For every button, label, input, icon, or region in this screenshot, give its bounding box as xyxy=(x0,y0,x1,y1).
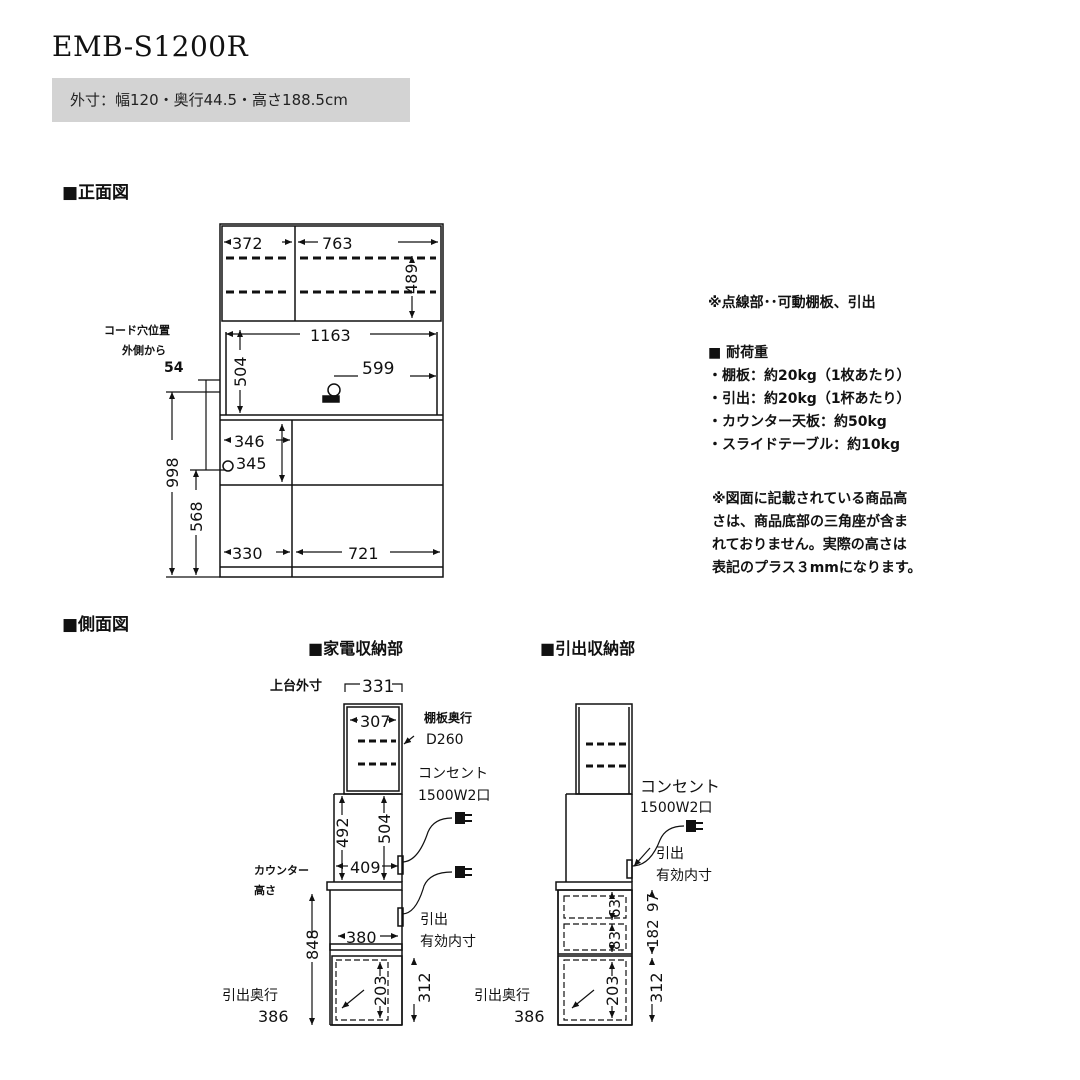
cord-outside-label: 外側から xyxy=(121,343,166,357)
model-name: EMB-S1200R xyxy=(52,30,249,63)
front-view-drawing xyxy=(219,223,444,578)
cord-hole-icon xyxy=(222,460,234,472)
load-item: ・棚板：約20kg（1枚あたり） xyxy=(708,368,911,384)
appliance-drawer-outline xyxy=(335,959,389,1021)
drawer-effective-label-right: 有効内寸 xyxy=(656,868,712,884)
shelf-depth-value: D260 xyxy=(426,732,464,748)
outlet-label: コンセント xyxy=(418,766,488,782)
dim-504: 504 xyxy=(231,356,250,387)
dim-63: 63 xyxy=(606,899,624,918)
height-note-line: れておりません。実際の高さは xyxy=(712,537,907,553)
dim-380: 380 xyxy=(346,928,377,947)
drawer-section-title: ■引出収納部 xyxy=(540,639,636,658)
outlet-spec: 1500W2口 xyxy=(418,788,490,804)
dim-203: 203 xyxy=(371,975,390,1006)
height-note-line: ※図面に記載されている商品高 xyxy=(712,491,908,507)
outlet-icon xyxy=(322,395,340,403)
dim-763: 763 xyxy=(322,234,353,253)
shelf-depth-label: 棚板奥行 xyxy=(424,710,472,725)
drawer-dimension-lines xyxy=(571,825,685,1022)
outlet-spec-right: 1500W2口 xyxy=(640,800,712,816)
dashed-line-note: ※点線部･･可動棚板、引出 xyxy=(708,295,876,311)
dim-330: 330 xyxy=(232,544,263,563)
drawer-label: 引出 xyxy=(420,912,448,928)
cabinet-outline xyxy=(219,223,444,578)
dim-492: 492 xyxy=(333,817,352,848)
front-view-title: ■正面図 xyxy=(62,183,130,203)
dim-386: 386 xyxy=(258,1007,289,1026)
plug-icon xyxy=(455,866,472,878)
appliance-dashed-shelves xyxy=(358,739,396,766)
dim-345: 345 xyxy=(236,454,267,473)
height-note-line: さは、商品底部の三角座が含ま xyxy=(712,514,908,530)
dim-97: 97 xyxy=(644,893,662,912)
plug-icon xyxy=(455,812,472,824)
drawer-side-drawing xyxy=(555,703,633,1026)
counter-height-label-2: 高さ xyxy=(254,883,276,897)
front-dashed-shelves xyxy=(226,256,436,294)
dim-312: 312 xyxy=(415,972,434,1003)
dim-312-right: 312 xyxy=(647,972,666,1003)
front-dimension-lines xyxy=(166,239,440,578)
drawer-effective-label: 有効内寸 xyxy=(420,934,476,950)
dim-372: 372 xyxy=(232,234,263,253)
dim-489: 489 xyxy=(402,263,421,294)
load-item: ・引出：約20kg（1杯あたり） xyxy=(708,391,911,407)
drawer-depth-label: 引出奥行 xyxy=(222,987,278,1004)
appliance-section-title: ■家電収納部 xyxy=(308,639,404,658)
dim-331: 331 xyxy=(362,677,394,697)
dim-307: 307 xyxy=(360,712,391,731)
load-capacity-title: ■ 耐荷重 xyxy=(708,345,769,361)
drawer-depth-label-right: 引出奥行 xyxy=(474,987,530,1004)
front-cord-holes xyxy=(222,383,341,472)
dim-568: 568 xyxy=(187,501,206,532)
counter-height-label: カウンター xyxy=(254,864,309,877)
top-outer-label: 上台外寸 xyxy=(270,678,322,694)
cord-position-label: コード穴位置 xyxy=(104,323,170,337)
drawer-inner-outlines xyxy=(563,895,627,1021)
drawer-label-right: 引出 xyxy=(656,846,684,862)
dim-386-right: 386 xyxy=(514,1007,545,1026)
dim-203-right: 203 xyxy=(603,975,622,1006)
dim-998: 998 xyxy=(163,457,182,488)
dim-182: 182 xyxy=(644,919,662,948)
dim-409: 409 xyxy=(350,858,381,877)
side-view-title: ■側面図 xyxy=(62,615,130,635)
cord-hole-icon xyxy=(327,383,341,397)
plug-icon xyxy=(686,820,703,832)
height-note-line: 表記のプラス３mmになります。 xyxy=(712,560,922,576)
dim-599: 599 xyxy=(362,359,394,379)
load-item: ・スライドテーブル：約10kg xyxy=(708,437,900,453)
outlet-label-right: コンセント xyxy=(640,777,720,796)
load-item: ・カウンター天板：約50kg xyxy=(708,414,887,430)
dim-848: 848 xyxy=(303,929,322,960)
drawer-dashed-shelves xyxy=(586,742,626,768)
appliance-dimension-lines xyxy=(309,683,453,1025)
dim-504-side: 504 xyxy=(375,813,394,844)
dim-721: 721 xyxy=(348,544,379,563)
cord-position-value: 54 xyxy=(164,360,184,376)
outer-dimensions-bar: 外寸：幅120・奥行44.5・高さ188.5cm xyxy=(52,78,410,122)
dim-83: 83 xyxy=(606,931,624,950)
dim-346: 346 xyxy=(234,432,265,451)
appliance-side-drawing xyxy=(326,703,404,1026)
dim-1163: 1163 xyxy=(310,326,351,345)
